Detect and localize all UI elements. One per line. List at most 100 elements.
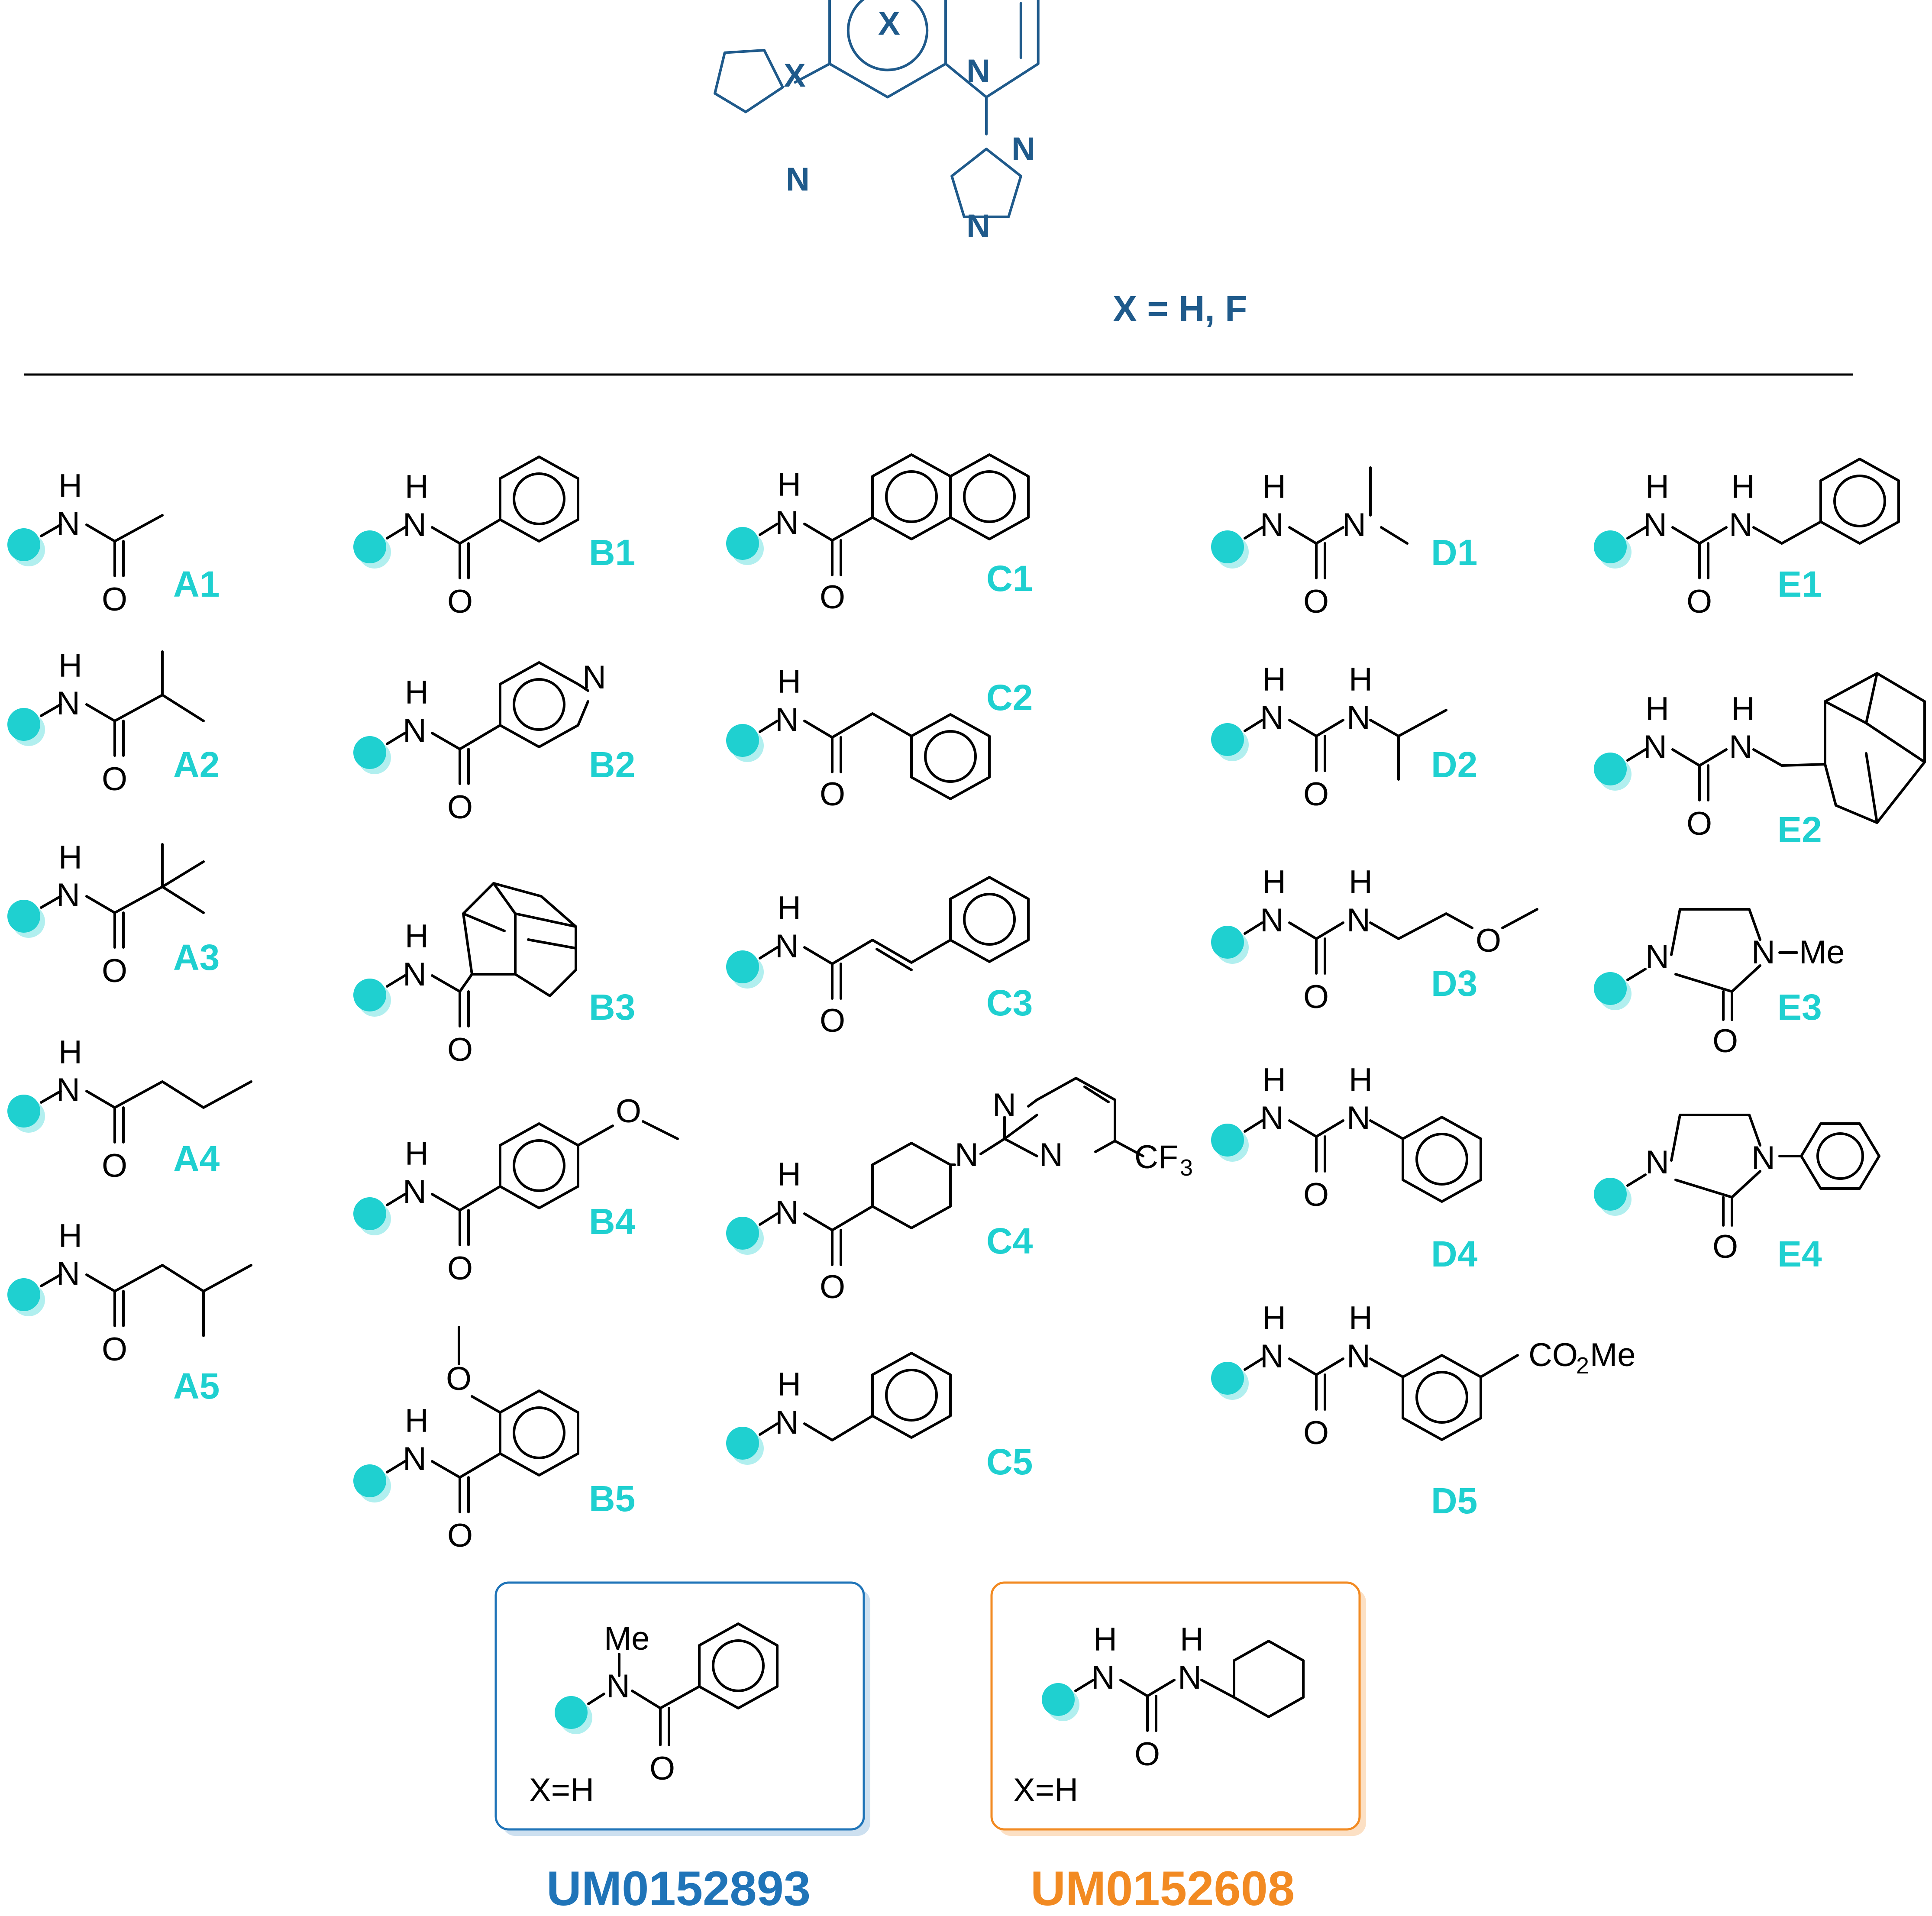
svg-text:O: O <box>820 1269 845 1305</box>
svg-text:N: N <box>1091 1659 1115 1696</box>
svg-text:N: N <box>775 1194 799 1231</box>
svg-text:N: N <box>56 1072 80 1108</box>
svg-text:N: N <box>1645 1144 1669 1181</box>
core-n1: N <box>966 53 990 90</box>
svg-text:O: O <box>1303 776 1329 813</box>
svg-text:Me: Me <box>604 1620 650 1657</box>
fragment-B1: H N O B1 <box>353 456 635 620</box>
svg-text:N: N <box>582 659 606 696</box>
core-n-pyrrolidine-4: N <box>966 208 990 245</box>
svg-text:N: N <box>1751 1140 1775 1176</box>
svg-text:O: O <box>820 776 845 813</box>
svg-text:O: O <box>1476 922 1501 959</box>
fragment-A1: H N O A1 <box>7 468 220 618</box>
svg-text:2: 2 <box>1576 1353 1589 1379</box>
box-right-note: X=H <box>1013 1772 1078 1809</box>
svg-text:N: N <box>1645 938 1669 975</box>
svg-text:N: N <box>1347 1338 1370 1375</box>
svg-text:H: H <box>1349 661 1373 698</box>
svg-text:H: H <box>405 1402 429 1439</box>
svg-text:O: O <box>1303 1415 1329 1451</box>
svg-text:H: H <box>58 647 82 684</box>
svg-text:N: N <box>403 1441 426 1477</box>
svg-text:H: H <box>777 890 801 927</box>
core-scaffold <box>714 0 1040 218</box>
fragment-D4: H N H N O D4 <box>1211 1062 1482 1274</box>
svg-text:O: O <box>820 579 845 616</box>
svg-text:N: N <box>1729 729 1753 766</box>
svg-text:C4: C4 <box>986 1221 1033 1261</box>
svg-text:A1: A1 <box>173 564 220 604</box>
svg-text:3: 3 <box>1180 1155 1193 1181</box>
fragment-A2: H N O A2 <box>7 647 220 798</box>
svg-text:B1: B1 <box>589 532 635 573</box>
svg-text:N: N <box>56 1255 80 1292</box>
svg-text:D3: D3 <box>1431 963 1477 1004</box>
svg-text:H: H <box>1093 1621 1117 1658</box>
fragment-C5: H N C5 <box>726 1352 1033 1482</box>
svg-text:H: H <box>1180 1621 1204 1658</box>
fragment-A4: H N O A4 <box>7 1034 252 1184</box>
svg-text:N: N <box>1643 729 1667 766</box>
svg-text:H: H <box>58 1218 82 1254</box>
svg-text:CF: CF <box>1134 1139 1178 1176</box>
fragment-D1: H N N O D1 <box>1211 466 1477 620</box>
svg-text:H: H <box>777 466 801 503</box>
svg-text:Me: Me <box>1799 934 1845 971</box>
svg-text:N: N <box>1260 902 1284 939</box>
svg-text:D2: D2 <box>1431 744 1477 785</box>
fragment-B3: H N O B3 <box>353 882 635 1068</box>
svg-text:H: H <box>1645 468 1669 505</box>
svg-text:B2: B2 <box>589 744 635 785</box>
svg-text:N: N <box>775 1404 799 1441</box>
compound-id-right: UM0152608 <box>1031 1861 1295 1916</box>
svg-text:O: O <box>616 1093 641 1130</box>
svg-text:Me: Me <box>1590 1337 1636 1373</box>
svg-text:H: H <box>1262 468 1286 505</box>
highlight-box-right: H N H N O X=H <box>990 1581 1366 1836</box>
box-left-note: X=H <box>529 1772 594 1809</box>
fragment-C2: H N O C2 <box>726 663 1033 813</box>
core-n-pyrrolidine-6: N <box>786 161 810 198</box>
fragment-B5: H N O O B5 <box>353 1326 635 1554</box>
svg-text:H: H <box>1349 1300 1373 1337</box>
fragment-D3: H N H N O O D3 <box>1211 864 1538 1015</box>
svg-text:H: H <box>1731 691 1755 727</box>
svg-text:O: O <box>102 953 127 989</box>
svg-text:N: N <box>1347 699 1370 736</box>
fragment-C3: H N O C3 <box>726 876 1033 1039</box>
svg-text:N: N <box>1347 1100 1370 1137</box>
compound-id-left: UM0152893 <box>546 1861 811 1916</box>
svg-text:N: N <box>1178 1659 1202 1696</box>
svg-text:N: N <box>775 701 799 738</box>
fragment-E2: H N H N O E2 <box>1594 672 1926 850</box>
svg-text:O: O <box>1303 583 1329 620</box>
svg-text:H: H <box>58 1034 82 1071</box>
svg-text:N: N <box>1260 1100 1284 1137</box>
fragment-B4: H N O O B4 <box>353 1093 679 1287</box>
svg-text:N: N <box>1260 699 1284 736</box>
svg-text:O: O <box>649 1750 675 1787</box>
svg-text:N: N <box>1260 507 1284 543</box>
svg-text:N: N <box>403 1173 426 1210</box>
svg-text:N: N <box>56 505 80 542</box>
svg-text:N: N <box>1039 1137 1063 1173</box>
svg-text:O: O <box>1712 1228 1738 1265</box>
svg-text:H: H <box>777 1156 801 1193</box>
svg-text:N: N <box>1342 507 1366 543</box>
svg-text:N: N <box>56 685 80 722</box>
svg-text:E1: E1 <box>1777 564 1822 604</box>
svg-text:H: H <box>1262 1300 1286 1337</box>
svg-text:O: O <box>446 1360 472 1397</box>
svg-text:H: H <box>777 1366 801 1403</box>
svg-text:O: O <box>1712 1023 1738 1060</box>
svg-text:B5: B5 <box>589 1478 635 1519</box>
svg-text:C3: C3 <box>986 982 1033 1023</box>
svg-text:C1: C1 <box>986 558 1033 599</box>
svg-text:D1: D1 <box>1431 532 1477 573</box>
svg-text:N: N <box>56 877 80 914</box>
svg-text:N: N <box>606 1668 630 1705</box>
core-equation: X = H, F <box>1113 288 1247 329</box>
